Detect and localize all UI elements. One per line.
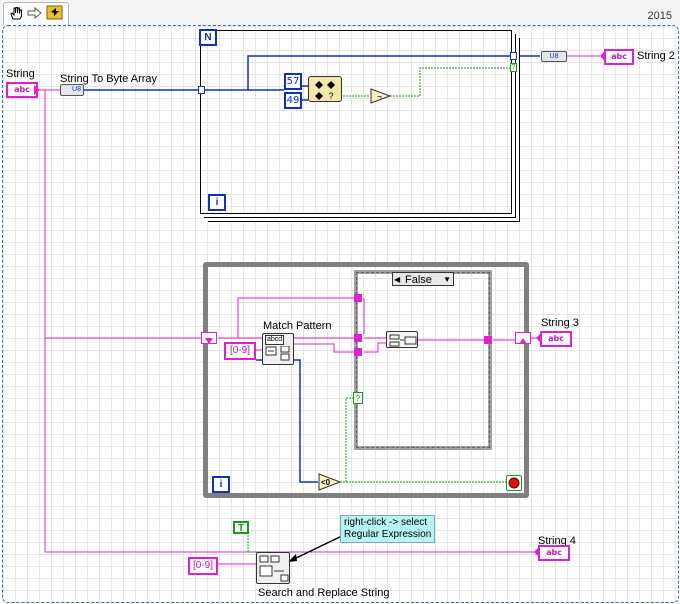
match-pattern-glyph: abcd xyxy=(265,335,285,345)
string-to-byte-array-label: String To Byte Array xyxy=(60,73,158,85)
in-range-and-coerce-node[interactable]: ? xyxy=(308,76,342,102)
svg-text:¬: ¬ xyxy=(377,92,382,101)
while-iteration-i-text: i xyxy=(219,479,223,490)
for-loop-output-tunnel[interactable] xyxy=(510,52,517,60)
string-4-type-text: abc xyxy=(546,548,562,557)
toolbar: 2015 xyxy=(0,0,680,26)
in-range-diamond-icon: ? xyxy=(315,81,335,101)
for-loop-iteration-terminal: i xyxy=(208,194,226,211)
version-label: 2015 xyxy=(647,10,672,22)
concatenate-strings-node[interactable] xyxy=(386,331,418,348)
string-3-label: String 3 xyxy=(541,317,579,329)
string-wire xyxy=(44,90,538,553)
string-to-byte-array-node[interactable]: U8 xyxy=(60,84,84,96)
string-type-text: abc xyxy=(14,85,30,94)
for-loop-conditional-tunnel[interactable]: ? xyxy=(510,63,517,72)
compare-zero-text: <0 xyxy=(321,478,331,487)
regex-comment[interactable]: right-click -> select Regular Expression xyxy=(340,515,436,543)
while-loop[interactable] xyxy=(203,262,529,498)
shift-register-down-icon xyxy=(205,338,213,344)
case-q-text: ? xyxy=(355,394,361,403)
conditional-q-text: ? xyxy=(511,64,516,71)
match-pattern-label: Match Pattern xyxy=(263,320,332,332)
stop-icon xyxy=(508,477,520,489)
control-arrow-icon xyxy=(34,85,40,95)
byte-array-to-string-node[interactable]: U8 xyxy=(541,51,567,62)
case-tunnel-1[interactable] xyxy=(354,294,362,302)
case-selector-text: False xyxy=(405,274,432,286)
case-output-tunnel[interactable] xyxy=(484,336,492,344)
search-replace-label: Search and Replace String xyxy=(258,587,390,599)
num-49-text: 49 xyxy=(286,95,300,106)
case-tunnel-3[interactable] xyxy=(354,348,362,356)
shift-register-right[interactable] xyxy=(515,332,531,344)
string-2-indicator[interactable]: abc xyxy=(604,49,634,65)
regex-1-text: [0-9] xyxy=(229,345,250,356)
shift-register-left[interactable] xyxy=(201,332,217,344)
case-decrement-icon[interactable]: ◀ xyxy=(394,275,401,284)
for-loop-indexing-input-tunnel[interactable] xyxy=(198,86,205,94)
while-loop-iteration-terminal: i xyxy=(212,476,230,493)
iteration-i-text: i xyxy=(215,197,219,208)
svg-text:?: ? xyxy=(328,91,333,101)
operate-hand-icon[interactable] xyxy=(8,5,24,21)
regex-2-text: [0-9] xyxy=(192,560,213,571)
string-4-label: String 4 xyxy=(538,535,576,547)
regex-constant-1[interactable]: [0-9] xyxy=(224,342,256,360)
regex-constant-2[interactable]: [0-9] xyxy=(188,557,218,575)
string-3-indicator[interactable]: abc xyxy=(540,331,572,347)
comment-line-1: right-click -> select xyxy=(344,517,428,528)
stop-condition-terminal[interactable] xyxy=(506,475,522,491)
concatenate-icon xyxy=(389,334,417,347)
comment-line-2: Regular Expression xyxy=(344,529,432,540)
not-function-icon[interactable]: ¬ xyxy=(370,88,392,104)
case-dropdown-icon[interactable]: ▼ xyxy=(443,275,451,284)
string-4-indicator[interactable]: abc xyxy=(538,545,570,561)
match-pattern-icon xyxy=(265,346,290,361)
u8-glyph: U8 xyxy=(72,86,81,93)
string-2-label: String 2 xyxy=(637,50,675,62)
case-selector-label[interactable]: ◀ False ▼ xyxy=(392,272,454,286)
numeric-constant-57[interactable]: 57 xyxy=(284,73,302,90)
string-3-type-text: abc xyxy=(548,334,564,343)
less-than-zero-icon[interactable]: <0 xyxy=(318,473,342,491)
num-57-text: 57 xyxy=(286,76,300,87)
bool-T-text: T xyxy=(237,523,245,534)
boolean-true-constant[interactable]: T xyxy=(233,521,249,534)
numeric-constant-49[interactable]: 49 xyxy=(284,92,302,109)
case-tunnel-2[interactable] xyxy=(354,334,362,342)
step-arrow-icon[interactable] xyxy=(27,6,43,20)
for-loop[interactable] xyxy=(200,30,512,214)
case-structure[interactable] xyxy=(354,270,492,450)
search-replace-node[interactable] xyxy=(256,552,290,584)
match-pattern-node[interactable]: abcd xyxy=(262,333,294,365)
case-selector-terminal[interactable]: ? xyxy=(353,392,363,404)
block-diagram[interactable] xyxy=(2,25,679,603)
search-replace-icon xyxy=(259,555,289,582)
string-2-type-text: abc xyxy=(611,52,627,61)
for-loop-count-terminal[interactable]: N xyxy=(199,29,217,46)
highlight-bulb-icon[interactable] xyxy=(46,4,64,22)
count-N-text: N xyxy=(204,32,212,43)
string-control-label: String xyxy=(6,68,35,80)
shift-register-up-icon xyxy=(519,338,527,344)
u8-out-glyph: U8 xyxy=(549,53,559,60)
